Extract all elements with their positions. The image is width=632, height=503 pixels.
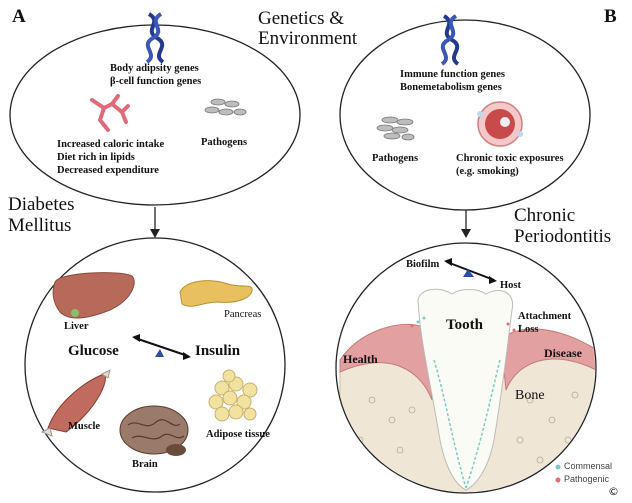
panel-a-letter: A [12, 6, 26, 27]
glucose-label: Glucose [68, 343, 119, 359]
insulin-label: Insulin [195, 343, 241, 359]
glucose-insulin-balance [132, 334, 191, 360]
pancreas-icon [179, 280, 253, 307]
bacteria-dots [410, 316, 522, 332]
biofilm-label: Biofilm [406, 259, 440, 270]
pathogens-icon [204, 98, 247, 116]
health-label: Health [343, 352, 378, 366]
biofilm-host-balance [444, 258, 497, 284]
host-label: Host [500, 280, 521, 291]
disease-label: Disease [544, 346, 582, 360]
legend-commensal: Commensal [564, 461, 613, 471]
brain-icon [119, 405, 189, 456]
bone-label: Bone [515, 388, 545, 403]
pathogens-icon [376, 116, 415, 141]
panel-a-genes-1: Body adipsity genes [110, 63, 199, 74]
dna-icon [145, 12, 165, 64]
header-line-1: Genetics & [258, 8, 345, 29]
cell-icon [477, 101, 523, 147]
tooth-shape [417, 288, 514, 491]
copyright-mark: © [608, 485, 619, 498]
attachment-loss-2: Loss [518, 324, 539, 335]
adipose-tissue-icon [208, 369, 258, 422]
dna-icon [440, 14, 460, 66]
disease-a-line-1: Diabetes [8, 194, 75, 215]
panel-a-arrow-head [150, 229, 160, 238]
periodontal-section [339, 288, 595, 492]
panel-a-top-ellipse [9, 24, 301, 206]
disease-b-line-2: Periodontitis [514, 226, 612, 247]
lifestyle-1: Increased caloric intake [57, 139, 165, 150]
legend-commensal-dot [555, 464, 561, 470]
liver-icon [52, 272, 135, 319]
panel-b-genes-1: Immune function genes [400, 69, 506, 80]
exposure-1: Chronic toxic exposures [456, 153, 564, 164]
panel-a-genes-2: β-cell function genes [110, 76, 202, 87]
header-line-2: Environment [258, 28, 358, 49]
disease-b-line-1: Chronic [514, 205, 576, 226]
liver-label: Liver [64, 321, 89, 332]
tooth-label: Tooth [446, 317, 483, 333]
lifestyle-2: Diet rich in lipids [57, 152, 135, 163]
brain-label: Brain [132, 459, 158, 470]
panel-a-pathogens: Pathogens [201, 137, 248, 148]
panel-b-pathogens: Pathogens [372, 153, 419, 164]
panel-b-arrow-head [461, 229, 471, 238]
gallbladder-icon [71, 309, 79, 317]
muscle-label: Muscle [68, 421, 101, 432]
panel-b-top-ellipse [339, 19, 591, 211]
attachment-loss-1: Attachment [518, 311, 572, 322]
adipose-label: Adipose tissue [206, 429, 270, 440]
disease-a-line-2: Mellitus [8, 215, 72, 236]
legend-pathogenic: Pathogenic [564, 474, 610, 484]
exposure-2: (e.g. smoking) [456, 166, 519, 177]
panel-b-genes-2: Bonemetabolism genes [400, 82, 502, 93]
legend-pathogenic-dot [555, 477, 561, 483]
pancreas-label: Pancreas [224, 309, 262, 320]
panel-b-letter: B [604, 6, 617, 27]
muscle-icon [40, 369, 111, 437]
lifestyle-3: Decreased expenditure [57, 165, 159, 176]
lipid-molecule-icon [90, 94, 130, 132]
